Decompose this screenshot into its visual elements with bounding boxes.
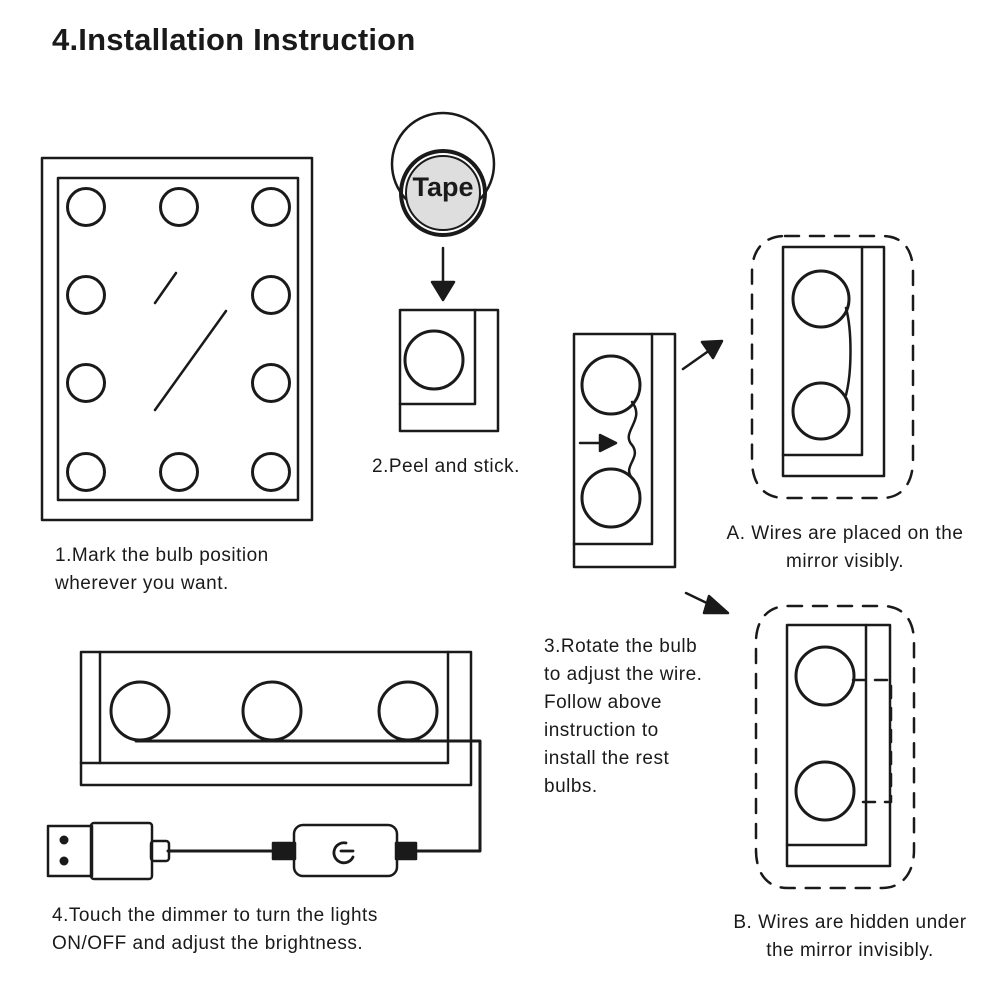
bulb-icon	[159, 452, 199, 492]
bulb-icon	[794, 760, 856, 822]
page-title: 4.Installation Instruction	[52, 22, 416, 57]
bulb-icon	[791, 269, 851, 329]
mirror-strip-icon	[572, 332, 677, 569]
bulb-icon	[794, 645, 856, 707]
step-2-caption: 2.Peel and stick.	[372, 456, 520, 477]
tape-label: Tape	[412, 172, 474, 202]
bulb-icon	[66, 452, 106, 492]
option-b-caption: B. Wires are hidden under the mirror inv…	[733, 912, 967, 961]
mirror-icon	[40, 156, 314, 522]
option-a-caption: A. Wires are placed on the mirror visibl…	[726, 523, 964, 572]
bulb-icon	[251, 452, 291, 492]
tape-roll-icon	[390, 111, 496, 237]
bulb-icon	[251, 187, 291, 227]
bulb-icon	[66, 187, 106, 227]
arrow-icon	[430, 246, 456, 302]
bulb-icon	[580, 354, 642, 416]
power-symbol-icon	[332, 841, 355, 865]
mirror-corner-icon	[398, 308, 500, 433]
bulb-bar-icon	[79, 650, 482, 853]
bulb-icon	[377, 680, 439, 742]
bulb-icon	[66, 363, 106, 403]
bulb-icon	[403, 329, 465, 391]
bulb-icon	[159, 187, 199, 227]
arrow-icon	[681, 339, 724, 371]
bulb-icon	[241, 680, 303, 742]
bulb-icon	[109, 680, 171, 742]
arrow-icon	[684, 591, 730, 615]
option-b-hidden-wires	[754, 604, 916, 890]
step-3-caption: 3.Rotate the bulb to adjust the wire. Fo…	[544, 636, 703, 797]
touch-dimmer-icon	[166, 823, 418, 878]
bulb-icon	[251, 275, 291, 315]
option-a-visible-wires	[750, 234, 915, 500]
bulb-icon	[580, 467, 642, 529]
step-4-caption: 4.Touch the dimmer to turn the lights ON…	[52, 905, 378, 954]
step-1-caption: 1.Mark the bulb position wherever you wa…	[55, 545, 269, 594]
bulb-icon	[66, 275, 106, 315]
bulb-icon	[251, 363, 291, 403]
bulb-icon	[791, 381, 851, 441]
usb-plug-icon	[46, 821, 171, 881]
